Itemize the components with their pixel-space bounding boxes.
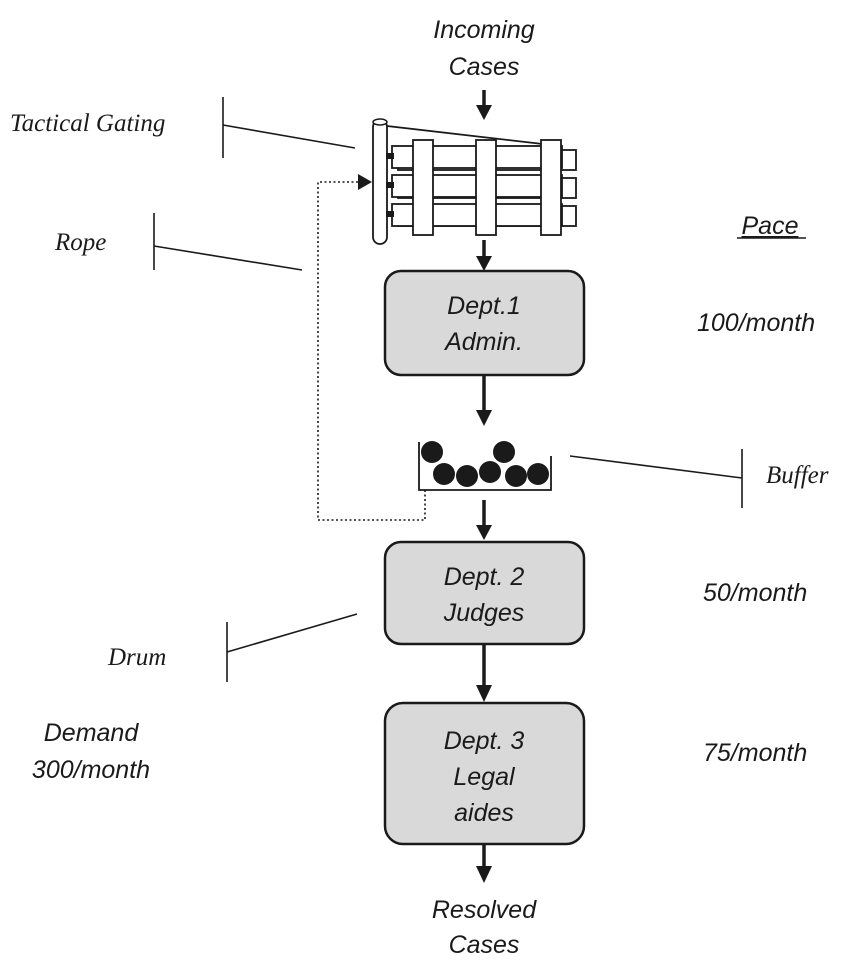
pace-header: Pace	[742, 212, 799, 240]
gate-icon	[373, 119, 576, 244]
arrow-gate-to-dept1	[476, 240, 492, 271]
rope-label: Rope	[54, 229, 106, 256]
dept1-label-line2: Admin.	[443, 328, 523, 356]
dept3-label-line2: Legal	[453, 763, 516, 791]
buffer-callout-line	[570, 449, 742, 508]
incoming-cases-label-line2: Cases	[449, 53, 520, 81]
dept3-pace: 75/month	[703, 739, 807, 767]
tactical-gating-label: Tactical Gating	[10, 110, 165, 137]
dept2-pace: 50/month	[703, 579, 807, 607]
resolved-cases-label-line1: Resolved	[432, 896, 537, 924]
drum-callout-line	[227, 614, 357, 682]
arrow-buffer-to-dept2	[476, 500, 492, 540]
dept1-box: Dept.1 Admin.	[385, 271, 584, 375]
dept3-label-line1: Dept. 3	[444, 727, 525, 755]
incoming-cases-label-line1: Incoming	[433, 16, 535, 44]
dept1-pace: 100/month	[697, 309, 815, 337]
arrow-incoming	[476, 90, 492, 120]
demand-label-line2: 300/month	[32, 756, 150, 784]
buffer-icon	[419, 441, 551, 490]
demand-label-line1: Demand	[44, 719, 140, 747]
dept2-label-line2: Judges	[443, 599, 525, 627]
buffer-label: Buffer	[766, 462, 829, 489]
drum-label: Drum	[107, 644, 166, 671]
arrow-dept3-to-output	[476, 844, 492, 883]
arrow-dept2-to-dept3	[476, 644, 492, 702]
dept1-label-line1: Dept.1	[447, 292, 521, 320]
resolved-cases-label-line2: Cases	[449, 931, 520, 959]
tactical-gating-callout-line	[223, 97, 355, 158]
dept3-box: Dept. 3 Legal aides	[385, 703, 584, 844]
dept2-label-line1: Dept. 2	[444, 563, 525, 591]
dept3-label-line3: aides	[454, 799, 514, 827]
arrow-dept1-to-buffer	[476, 375, 492, 426]
rope-callout-line	[154, 213, 302, 270]
dept2-box: Dept. 2 Judges	[385, 542, 584, 644]
